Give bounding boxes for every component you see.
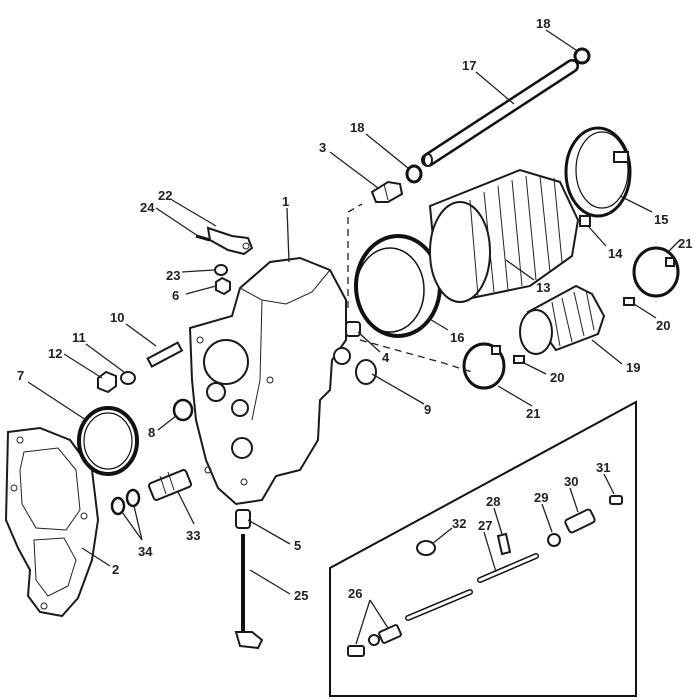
bracket-22 (206, 226, 254, 256)
callout-19: 19 (626, 360, 640, 375)
hose-clamp-18b (405, 164, 423, 184)
fitting-31 (609, 495, 623, 505)
callout-12: 12 (48, 346, 62, 361)
callout-29: 29 (534, 490, 548, 505)
callout-14: 14 (608, 246, 623, 261)
callout-16: 16 (450, 330, 464, 345)
callout-20a: 20 (656, 318, 670, 333)
clamp-ring-16 (354, 234, 442, 338)
callout-20b: 20 (550, 370, 564, 385)
dashed-guide-line-upper (347, 203, 363, 308)
callout-30: 30 (564, 474, 578, 489)
callout-3: 3 (319, 140, 326, 155)
callout-2: 2 (112, 562, 119, 577)
o-ring-8 (172, 398, 194, 422)
washer-11 (120, 371, 136, 385)
nut-6 (215, 276, 231, 296)
washer-23 (214, 264, 228, 276)
callout-15: 15 (654, 212, 668, 227)
callout-31: 31 (596, 460, 610, 475)
clamp-21b (462, 342, 506, 390)
hose-17 (421, 59, 579, 167)
callout-5: 5 (294, 538, 301, 553)
callout-24: 24 (140, 200, 155, 215)
clamp-15 (564, 126, 632, 218)
shift-shaft-25 (234, 534, 264, 650)
callout-25: 25 (294, 588, 308, 603)
callout-10: 10 (110, 310, 124, 325)
callout-22: 22 (158, 188, 172, 203)
inset-box (329, 400, 637, 697)
plug-4 (345, 321, 361, 337)
bellows-19 (519, 284, 606, 355)
bell-housing (188, 256, 351, 506)
callout-17: 17 (462, 58, 476, 73)
callout-28: 28 (486, 494, 500, 509)
fitting-3 (370, 180, 404, 203)
stud-10 (146, 341, 184, 368)
callout-13: 13 (536, 280, 550, 295)
callout-6: 6 (172, 288, 179, 303)
large-o-ring (77, 406, 139, 476)
hose-clamp-18a (573, 47, 591, 65)
clip-20b (513, 355, 525, 364)
nut-29 (547, 533, 561, 547)
callout-34: 34 (138, 544, 153, 559)
bellows-13 (428, 168, 580, 303)
callout-11: 11 (72, 330, 86, 345)
callout-27: 27 (478, 518, 492, 533)
sleeve-5 (235, 509, 251, 529)
gasket-plate (4, 426, 100, 618)
callout-7: 7 (17, 368, 24, 383)
dashed-guide-line-lower (359, 339, 473, 373)
screw-24 (195, 234, 211, 242)
callout-32: 32 (452, 516, 466, 531)
fitting-28 (496, 532, 512, 556)
callout-18a: 18 (536, 16, 550, 31)
rod-inset-lower (405, 589, 473, 621)
washer-9 (355, 359, 377, 385)
callout-18b: 18 (350, 120, 364, 135)
callout-21a: 21 (678, 236, 692, 251)
callout-33: 33 (186, 528, 200, 543)
callout-1: 1 (282, 194, 289, 209)
rod-inset-upper (477, 553, 539, 583)
clamp-21a (632, 246, 680, 298)
leader-lines (27, 29, 681, 645)
clip-20a (623, 297, 635, 306)
callout-23: 23 (166, 268, 180, 283)
small-o-rings (110, 488, 141, 516)
fitting-30 (564, 508, 596, 534)
clip-14 (579, 215, 591, 227)
callout-26: 26 (348, 586, 362, 601)
callout-21b: 21 (526, 406, 540, 421)
callout-4: 4 (382, 350, 390, 365)
nut-12 (97, 370, 117, 394)
fitting-32 (416, 540, 436, 556)
callout-9: 9 (424, 402, 431, 417)
fitting-33 (147, 469, 193, 501)
callout-8: 8 (148, 425, 155, 440)
fitting-26 (347, 624, 402, 657)
